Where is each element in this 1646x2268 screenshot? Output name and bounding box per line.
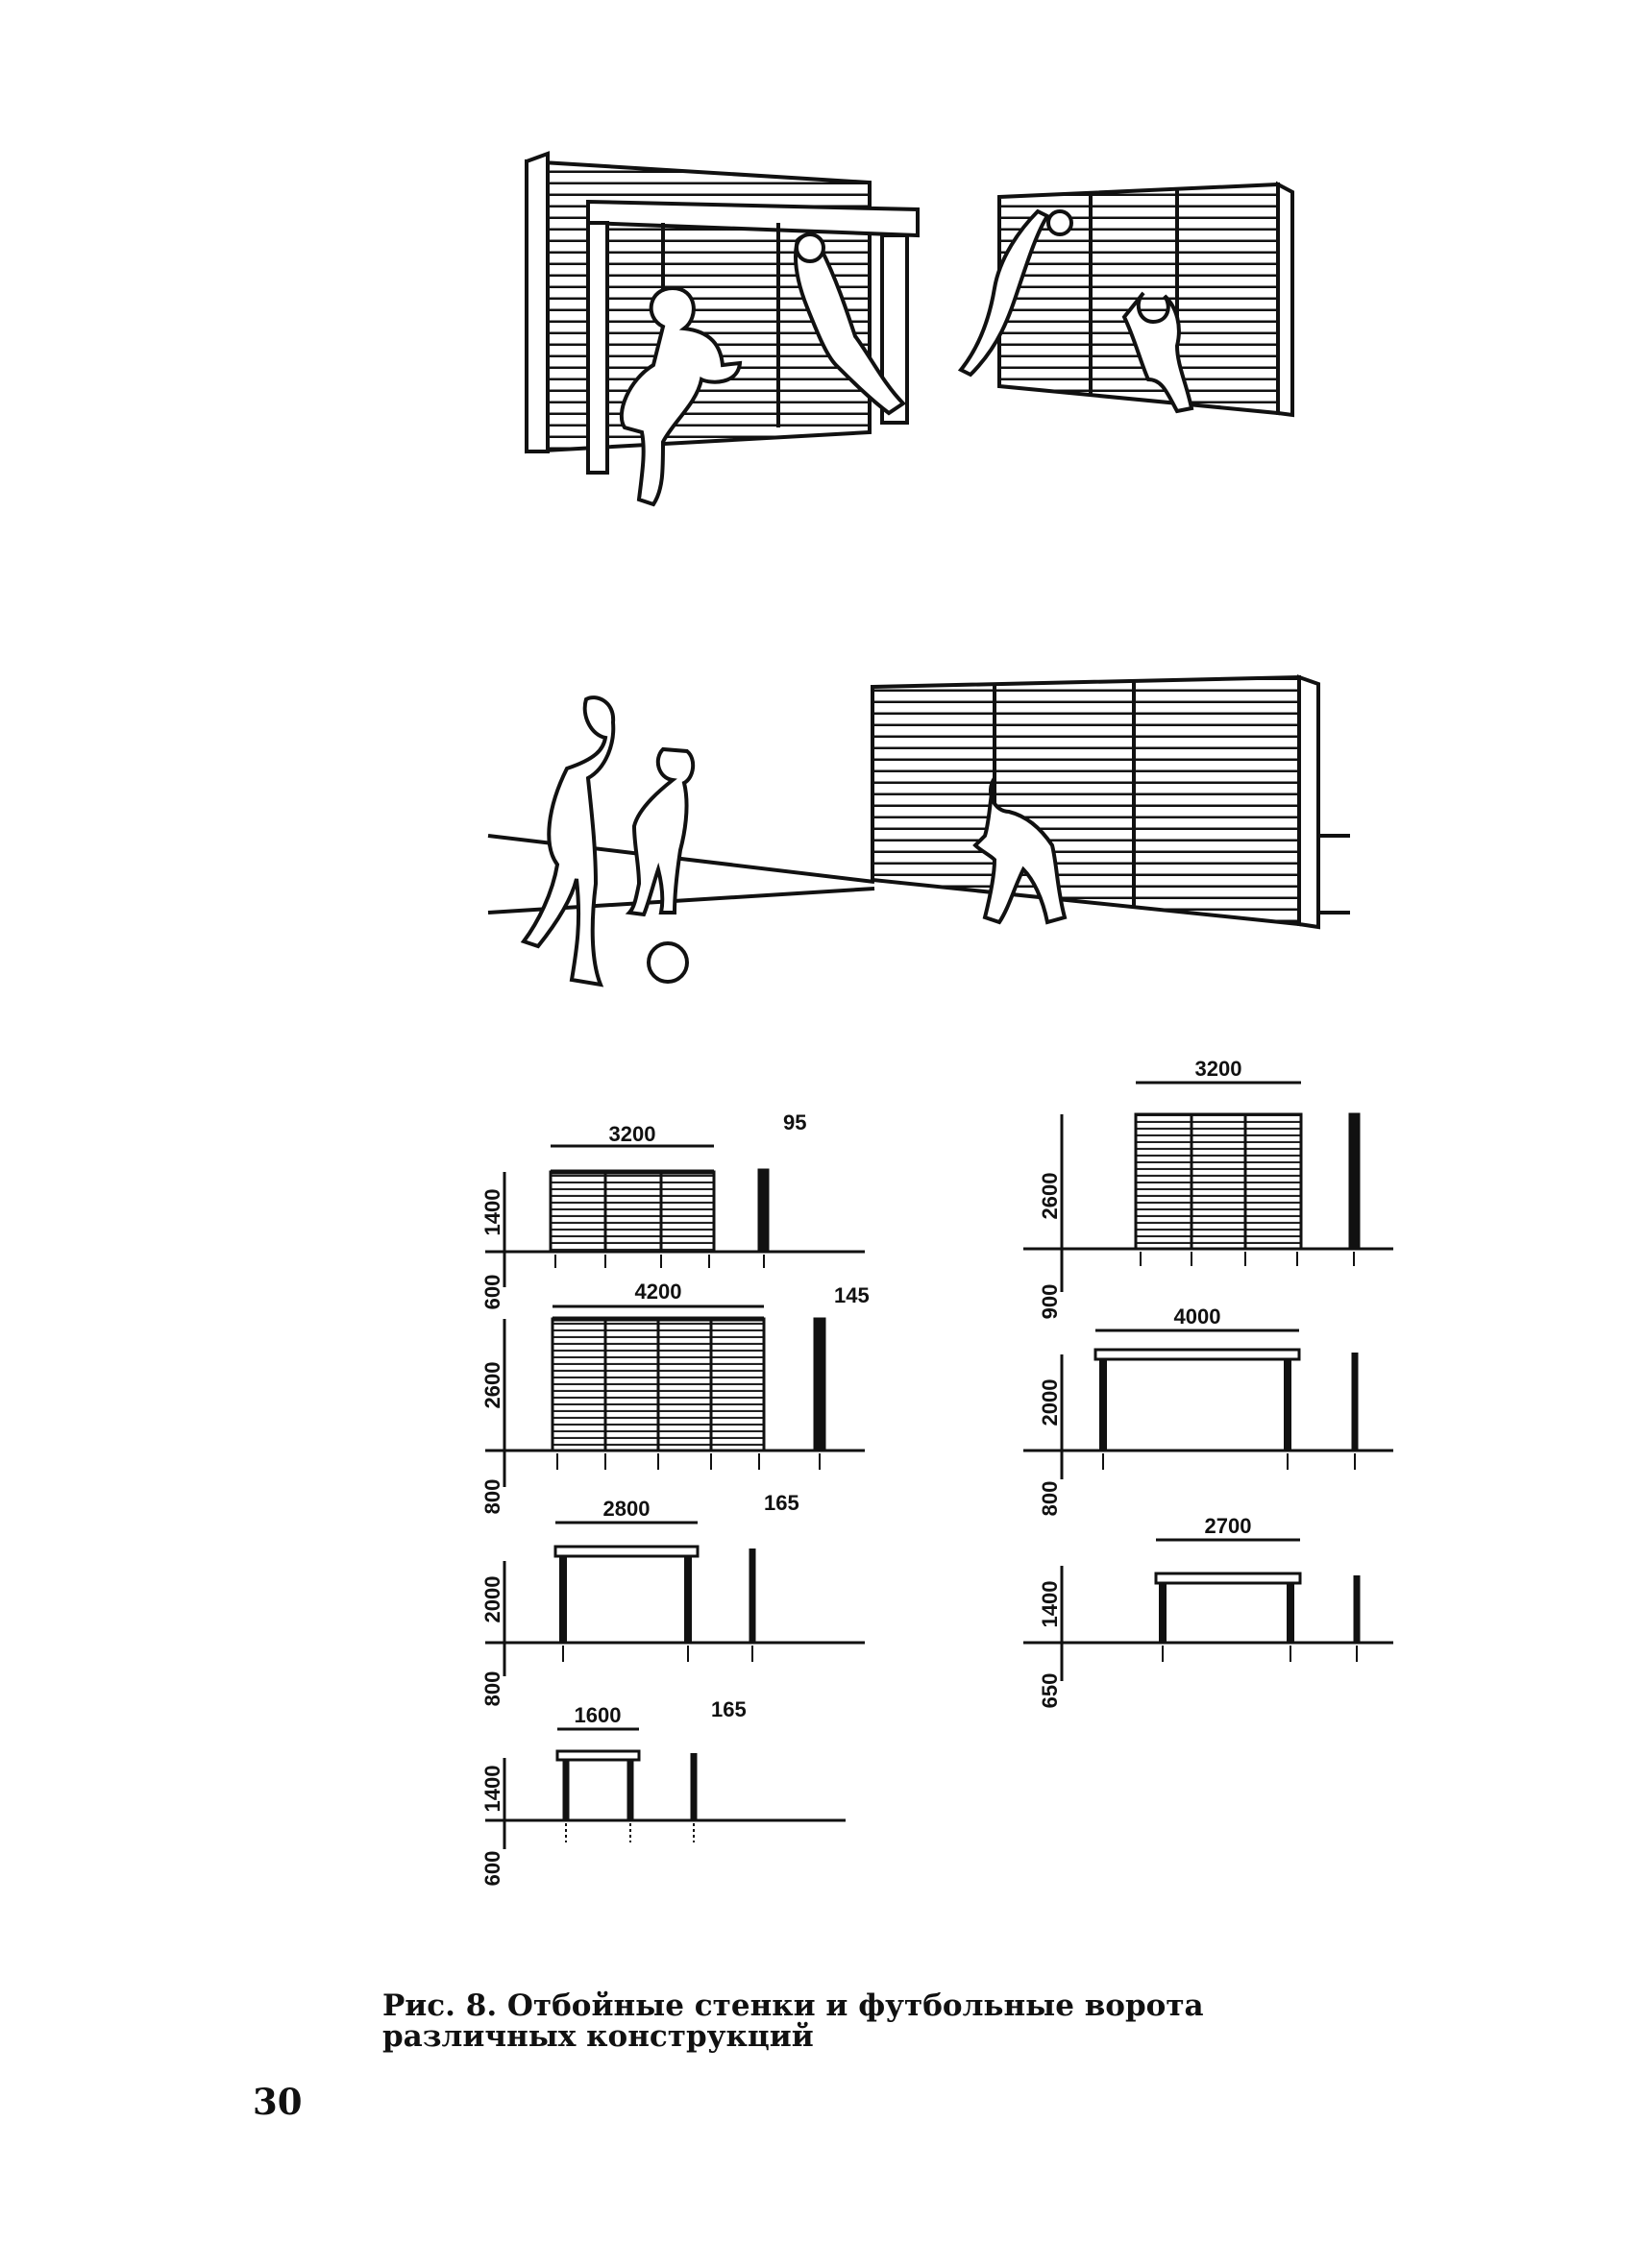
- label-thickness-d1: 95: [783, 1110, 806, 1134]
- drawing-wall-3200-2600: [1023, 1081, 1393, 1292]
- figure-adult: [520, 695, 616, 988]
- label-height-d3: 2600: [480, 1362, 504, 1409]
- label-height-d7: 1400: [480, 1766, 504, 1813]
- figure-child-jumping: [957, 208, 1050, 378]
- drawing-wall-3200-1400: [485, 1144, 865, 1287]
- goal-crossbar: [586, 199, 920, 238]
- scene-goalkeeper-wall: [525, 151, 920, 507]
- drawing-goal-2700-1400: [1023, 1538, 1393, 1681]
- label-depth-d1: 600: [480, 1275, 504, 1310]
- goal-post-right: [880, 233, 909, 425]
- drawing-goal-4000-2000: [1023, 1329, 1393, 1479]
- label-height-d5: 2000: [480, 1576, 504, 1623]
- label-depth-d7: 600: [480, 1851, 504, 1887]
- ball-top-right: [1046, 209, 1073, 236]
- ball-middle: [647, 941, 689, 984]
- label-height-d6: 1400: [1038, 1581, 1062, 1628]
- figure-child-standing: [625, 746, 696, 917]
- label-depth-d5: 800: [480, 1671, 504, 1707]
- goal-post-left: [586, 221, 609, 475]
- figure-caption: Рис. 8. Отбойные стенки и футбольные вор…: [382, 1988, 1204, 2054]
- figure-child-kicking: [619, 285, 743, 507]
- label-height-d2: 2600: [1038, 1173, 1062, 1220]
- label-width-d2: 3200: [1195, 1057, 1242, 1081]
- label-width-d1: 3200: [609, 1122, 656, 1146]
- scene-field-wall: [487, 674, 1350, 988]
- label-depth-d4: 800: [1038, 1481, 1062, 1517]
- label-depth-d2: 900: [1038, 1284, 1062, 1320]
- label-width-d3: 4200: [635, 1280, 682, 1304]
- label-depth-d6: 650: [1038, 1673, 1062, 1709]
- label-thickness-d7: 165: [711, 1697, 747, 1721]
- label-thickness-d5: 165: [764, 1491, 799, 1515]
- drawing-goal-1600-1400: [485, 1727, 846, 1849]
- ball-top-left: [795, 232, 825, 263]
- label-height-d1: 1400: [480, 1189, 504, 1236]
- label-width-d4: 4000: [1174, 1305, 1221, 1329]
- scene-wall-right: [957, 181, 1294, 418]
- label-width-d6: 2700: [1205, 1514, 1252, 1538]
- rebound-wall-middle: [871, 674, 1301, 927]
- page-number: 30: [253, 2081, 303, 2123]
- label-height-d4: 2000: [1038, 1379, 1062, 1427]
- label-width-d5: 2800: [603, 1497, 651, 1521]
- drawing-wall-4200-2600: [485, 1305, 865, 1487]
- drawing-goal-2800-2000: [485, 1521, 865, 1676]
- label-depth-d3: 800: [480, 1479, 504, 1515]
- label-thickness-d3: 145: [834, 1283, 870, 1307]
- label-width-d7: 1600: [575, 1703, 622, 1727]
- figure-child-reaching: [1121, 291, 1194, 414]
- figure-goalkeeper-crouching: [972, 776, 1068, 925]
